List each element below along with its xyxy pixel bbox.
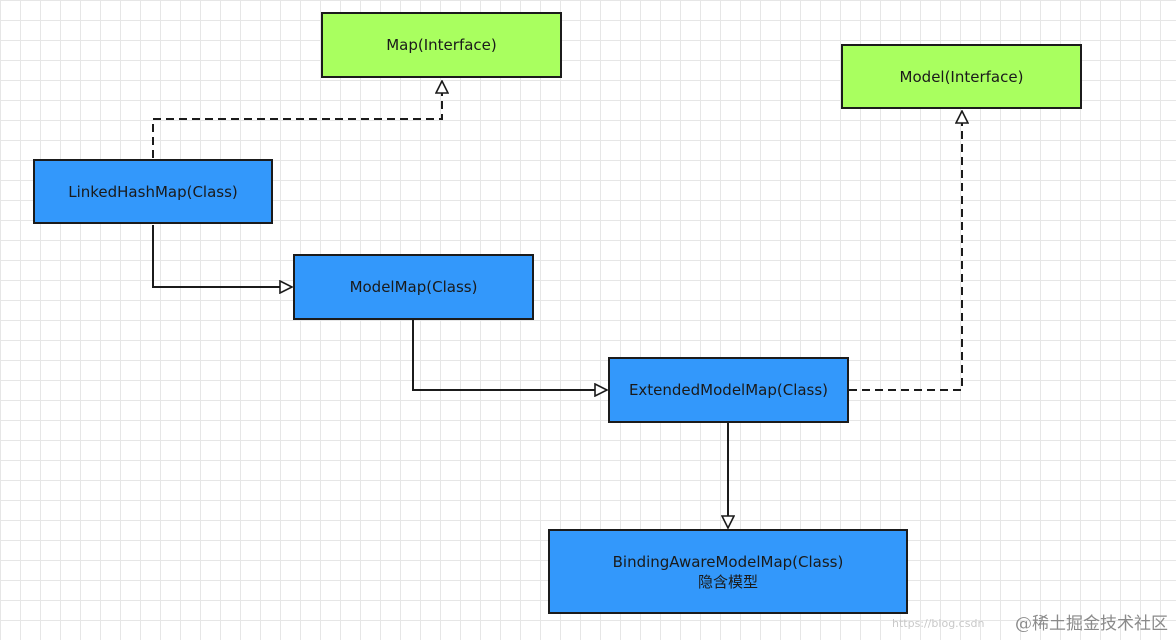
extendedmodelmap-class-label: ExtendedModelMap(Class) [628, 381, 829, 399]
extendedmodelmap-class-node[interactable]: ExtendedModelMap(Class) [608, 357, 849, 423]
watermark: @稀土掘金技术社区 [1015, 614, 1168, 634]
modelmap-class-label: ModelMap(Class) [349, 278, 478, 296]
edge-linkedhashmap-to-map [152, 81, 442, 158]
modelmap-class-node[interactable]: ModelMap(Class) [293, 254, 534, 320]
edge-modelmap-to-extendedmodelmap [412, 320, 607, 390]
bindingawaremodelmap-class-node[interactable]: BindingAwareModelMap(Class) 隐含模型 [548, 529, 908, 614]
map-interface-node[interactable]: Map(Interface) [321, 12, 562, 78]
bindingawaremodelmap-class-label: BindingAwareModelMap(Class) [612, 552, 844, 571]
edge-linkedhashmap-to-modelmap [152, 225, 292, 287]
faint-watermark: https://blog.csdn [892, 617, 985, 630]
model-interface-node[interactable]: Model(Interface) [841, 44, 1082, 109]
edge-extendedmodelmap-to-model [849, 111, 962, 391]
linkedhashmap-class-node[interactable]: LinkedHashMap(Class) [33, 159, 273, 224]
bindingawaremodelmap-note: 隐含模型 [697, 572, 758, 591]
map-interface-label: Map(Interface) [386, 36, 497, 54]
model-interface-label: Model(Interface) [899, 67, 1024, 86]
linkedhashmap-class-label: LinkedHashMap(Class) [68, 182, 238, 201]
